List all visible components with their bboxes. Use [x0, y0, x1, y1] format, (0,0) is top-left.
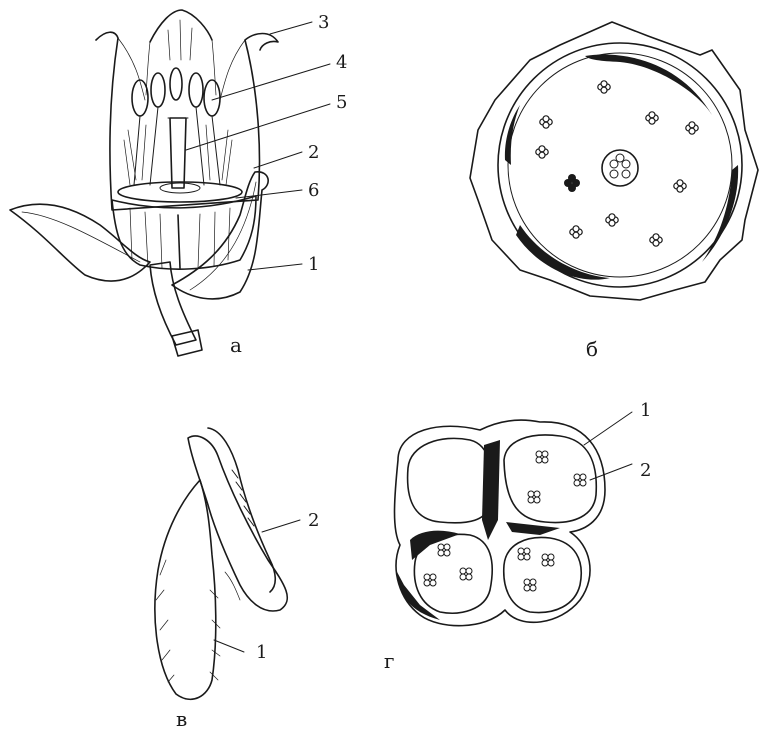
central-stele — [602, 150, 638, 186]
label-a-2: 2 — [308, 142, 319, 163]
dark-bundle — [564, 174, 580, 192]
label-v-1: 1 — [256, 642, 267, 663]
locule-empty — [408, 438, 492, 522]
label-a-3: 3 — [318, 12, 329, 33]
label-a-1: 1 — [308, 254, 319, 275]
ovary-cup — [112, 196, 256, 269]
anthers — [124, 68, 232, 185]
panel-b-cross-section: б — [470, 22, 758, 361]
caption-a: а — [230, 333, 242, 357]
right-sepal — [172, 172, 268, 299]
label-g-2: 2 — [640, 460, 651, 481]
nectary-disc — [118, 182, 242, 202]
caption-b: б — [586, 337, 598, 361]
outer-envelope — [470, 22, 758, 300]
panel-v-stamen: 2 1 в — [155, 428, 320, 731]
label-v-2: 2 — [308, 510, 319, 531]
filament — [155, 480, 216, 699]
caption-g: г — [384, 649, 394, 673]
panel-g-anther-section: 1 2 г — [384, 400, 651, 673]
label-g-1: 1 — [640, 400, 651, 421]
anther — [188, 436, 287, 611]
anther-wall — [395, 420, 606, 626]
panel-a-flower: 3 4 5 2 6 1 а — [10, 10, 347, 357]
left-sepal — [10, 204, 150, 281]
style — [170, 118, 186, 188]
label-a-5: 5 — [336, 92, 347, 113]
label-a-6: 6 — [308, 180, 319, 201]
label-a-4: 4 — [336, 52, 347, 73]
locule-3 — [504, 537, 582, 612]
caption-v: в — [176, 707, 187, 731]
